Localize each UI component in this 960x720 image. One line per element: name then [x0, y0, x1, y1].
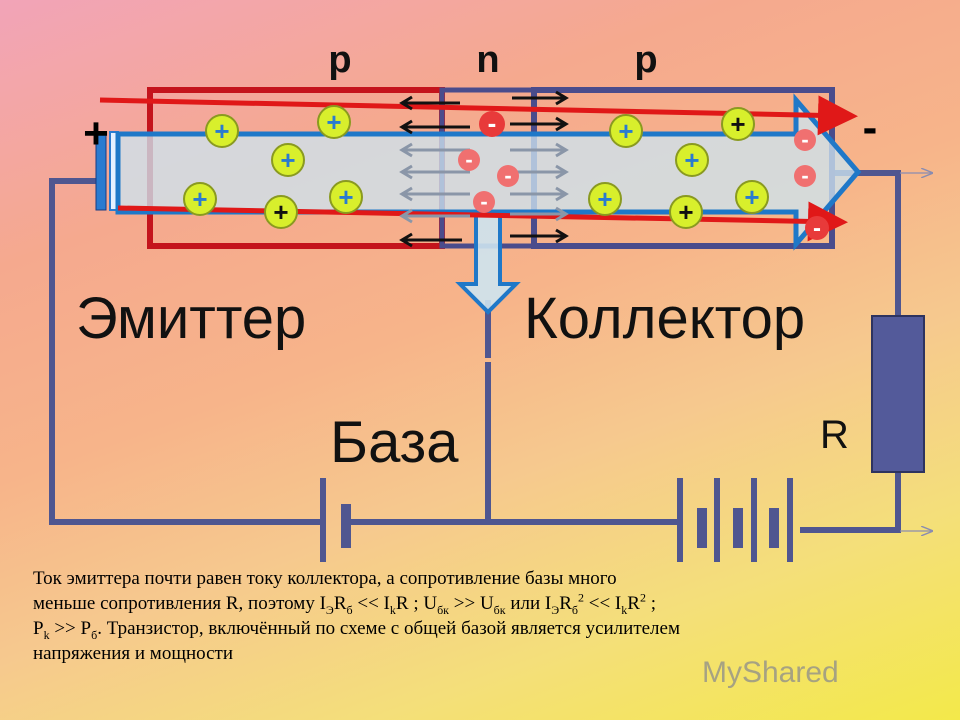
field-arrow-left: [399, 142, 470, 158]
holes: + + + + + + + + + + + +: [183, 105, 769, 229]
svg-text:+: +: [273, 197, 288, 227]
watermark: MyShared: [702, 656, 839, 690]
positive-terminal-label: +: [83, 109, 109, 158]
svg-text:+: +: [597, 184, 612, 214]
svg-text:-: -: [480, 189, 487, 214]
emitter-label: Эмиттер: [76, 286, 306, 351]
hole-charge: +: [675, 143, 709, 177]
svg-text:+: +: [326, 107, 341, 137]
svg-text:-: -: [488, 108, 497, 138]
caption-line-4: напряжения и мощности: [33, 643, 234, 664]
base-current-arrow: [455, 210, 521, 315]
field-arrow-right: [510, 186, 569, 202]
svg-text:+: +: [678, 197, 693, 227]
hole-charge: +: [588, 182, 622, 216]
resistor-label: R: [820, 413, 849, 457]
electron-charge: -: [794, 163, 816, 188]
svg-text:+: +: [744, 182, 759, 212]
svg-text:-: -: [801, 127, 808, 152]
field-arrow-left: [399, 164, 470, 180]
negative-terminal-label: -: [863, 103, 878, 152]
electron-charge: -: [458, 147, 480, 172]
watermark-text: MyShared: [702, 656, 839, 689]
field-arrow-right: [510, 228, 569, 244]
hole-charge: +: [264, 195, 298, 229]
electron-charge: -: [497, 163, 519, 188]
field-arrow-right: [510, 206, 569, 222]
svg-text:-: -: [813, 215, 821, 242]
svg-text:-: -: [465, 147, 472, 172]
svg-text:+: +: [730, 109, 745, 139]
hole-charge: +: [183, 182, 217, 216]
electron-charge: -: [473, 189, 495, 214]
hole-charge: +: [721, 107, 755, 141]
caption-line-3: Pk >> Pб. Транзистор, включённый по схем…: [33, 618, 680, 642]
caption-line-2: меньше сопротивления R, поэтому IЭRб << …: [33, 590, 656, 617]
electron-charge: -: [479, 108, 505, 138]
base-label: База: [330, 410, 459, 475]
field-arrow-right: [510, 164, 569, 180]
region-label-p-right: p: [634, 39, 657, 81]
field-arrow-left: [399, 119, 470, 135]
current-line-top: [99, 95, 858, 136]
region-label-n: n: [476, 39, 499, 81]
emitter-wire: [49, 178, 323, 525]
svg-text:-: -: [504, 163, 511, 188]
electron-charge: -: [794, 127, 816, 152]
collector-label: Коллектор: [524, 286, 805, 351]
field-arrow-right: [510, 142, 569, 158]
resistor-return-wire: [800, 472, 901, 533]
field-arrow-left: [399, 208, 470, 224]
resistor: [871, 315, 925, 473]
collector-wire: [835, 170, 901, 316]
svg-text:+: +: [192, 184, 207, 214]
svg-text:-: -: [801, 163, 808, 188]
hole-charge: +: [205, 114, 239, 148]
hole-charge: +: [271, 143, 305, 177]
hole-charge: +: [329, 180, 363, 214]
hole-charge: +: [609, 114, 643, 148]
field-arrow-left: [399, 186, 470, 202]
hole-charge: +: [735, 180, 769, 214]
svg-text:+: +: [280, 145, 295, 175]
caption-line-1: Ток эмиттера почти равен току коллектора…: [33, 568, 617, 589]
field-arrow-left: [399, 95, 460, 111]
svg-text:+: +: [618, 116, 633, 146]
svg-text:+: +: [338, 182, 353, 212]
caption-text: Ток эмиттера почти равен току коллектора…: [33, 566, 953, 666]
field-arrow-right: [510, 116, 569, 132]
electron-charge: -: [805, 215, 829, 242]
field-arrow-right: [512, 90, 569, 106]
field-arrows: [399, 90, 569, 248]
svg-text:+: +: [214, 116, 229, 146]
svg-text:+: +: [684, 145, 699, 175]
emitter-battery: [320, 478, 351, 562]
field-arrow-left: [399, 232, 462, 248]
emitter-plate: [95, 131, 107, 211]
collector-battery: [677, 478, 793, 562]
region-label-p-left: p: [328, 39, 351, 81]
electrons: - - - - - - -: [458, 108, 829, 242]
current-line-bottom: [117, 201, 848, 242]
hole-charge: +: [317, 105, 351, 139]
hole-charge: +: [669, 195, 703, 229]
